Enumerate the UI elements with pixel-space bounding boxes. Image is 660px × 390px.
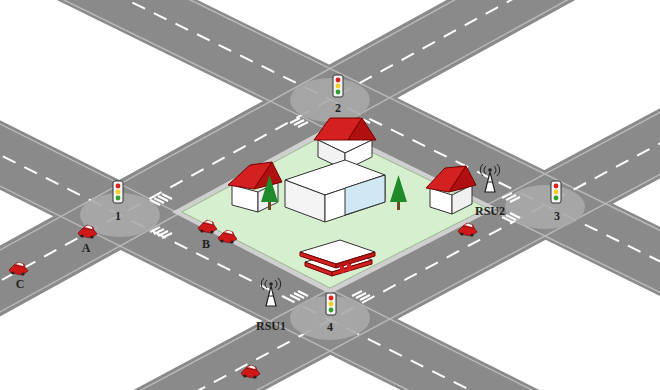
car-label: B — [202, 238, 210, 250]
car — [9, 262, 28, 276]
intersection-number: 2 — [335, 102, 341, 114]
traffic-light — [333, 75, 343, 97]
green-block — [182, 132, 487, 288]
intersection-number: 1 — [115, 210, 121, 222]
car — [198, 220, 217, 234]
rsu-tower — [261, 278, 280, 306]
traffic-light — [551, 181, 561, 203]
rsu-tower — [480, 164, 499, 192]
sidewalk — [172, 126, 497, 294]
gas-station — [300, 240, 375, 276]
intersection-number: 4 — [327, 321, 333, 333]
rsu-label: RSU1 — [256, 320, 286, 332]
building — [285, 160, 385, 222]
traffic-light — [113, 181, 123, 203]
car-label: C — [16, 278, 25, 290]
intersection-number: 3 — [554, 210, 560, 222]
traffic-light — [326, 293, 336, 315]
car — [218, 230, 237, 244]
car — [78, 225, 97, 239]
car — [241, 365, 260, 379]
rsu-label: RSU2 — [475, 205, 505, 217]
house — [426, 166, 476, 214]
car-label: A — [82, 242, 91, 254]
house — [228, 162, 282, 212]
car — [458, 223, 477, 237]
